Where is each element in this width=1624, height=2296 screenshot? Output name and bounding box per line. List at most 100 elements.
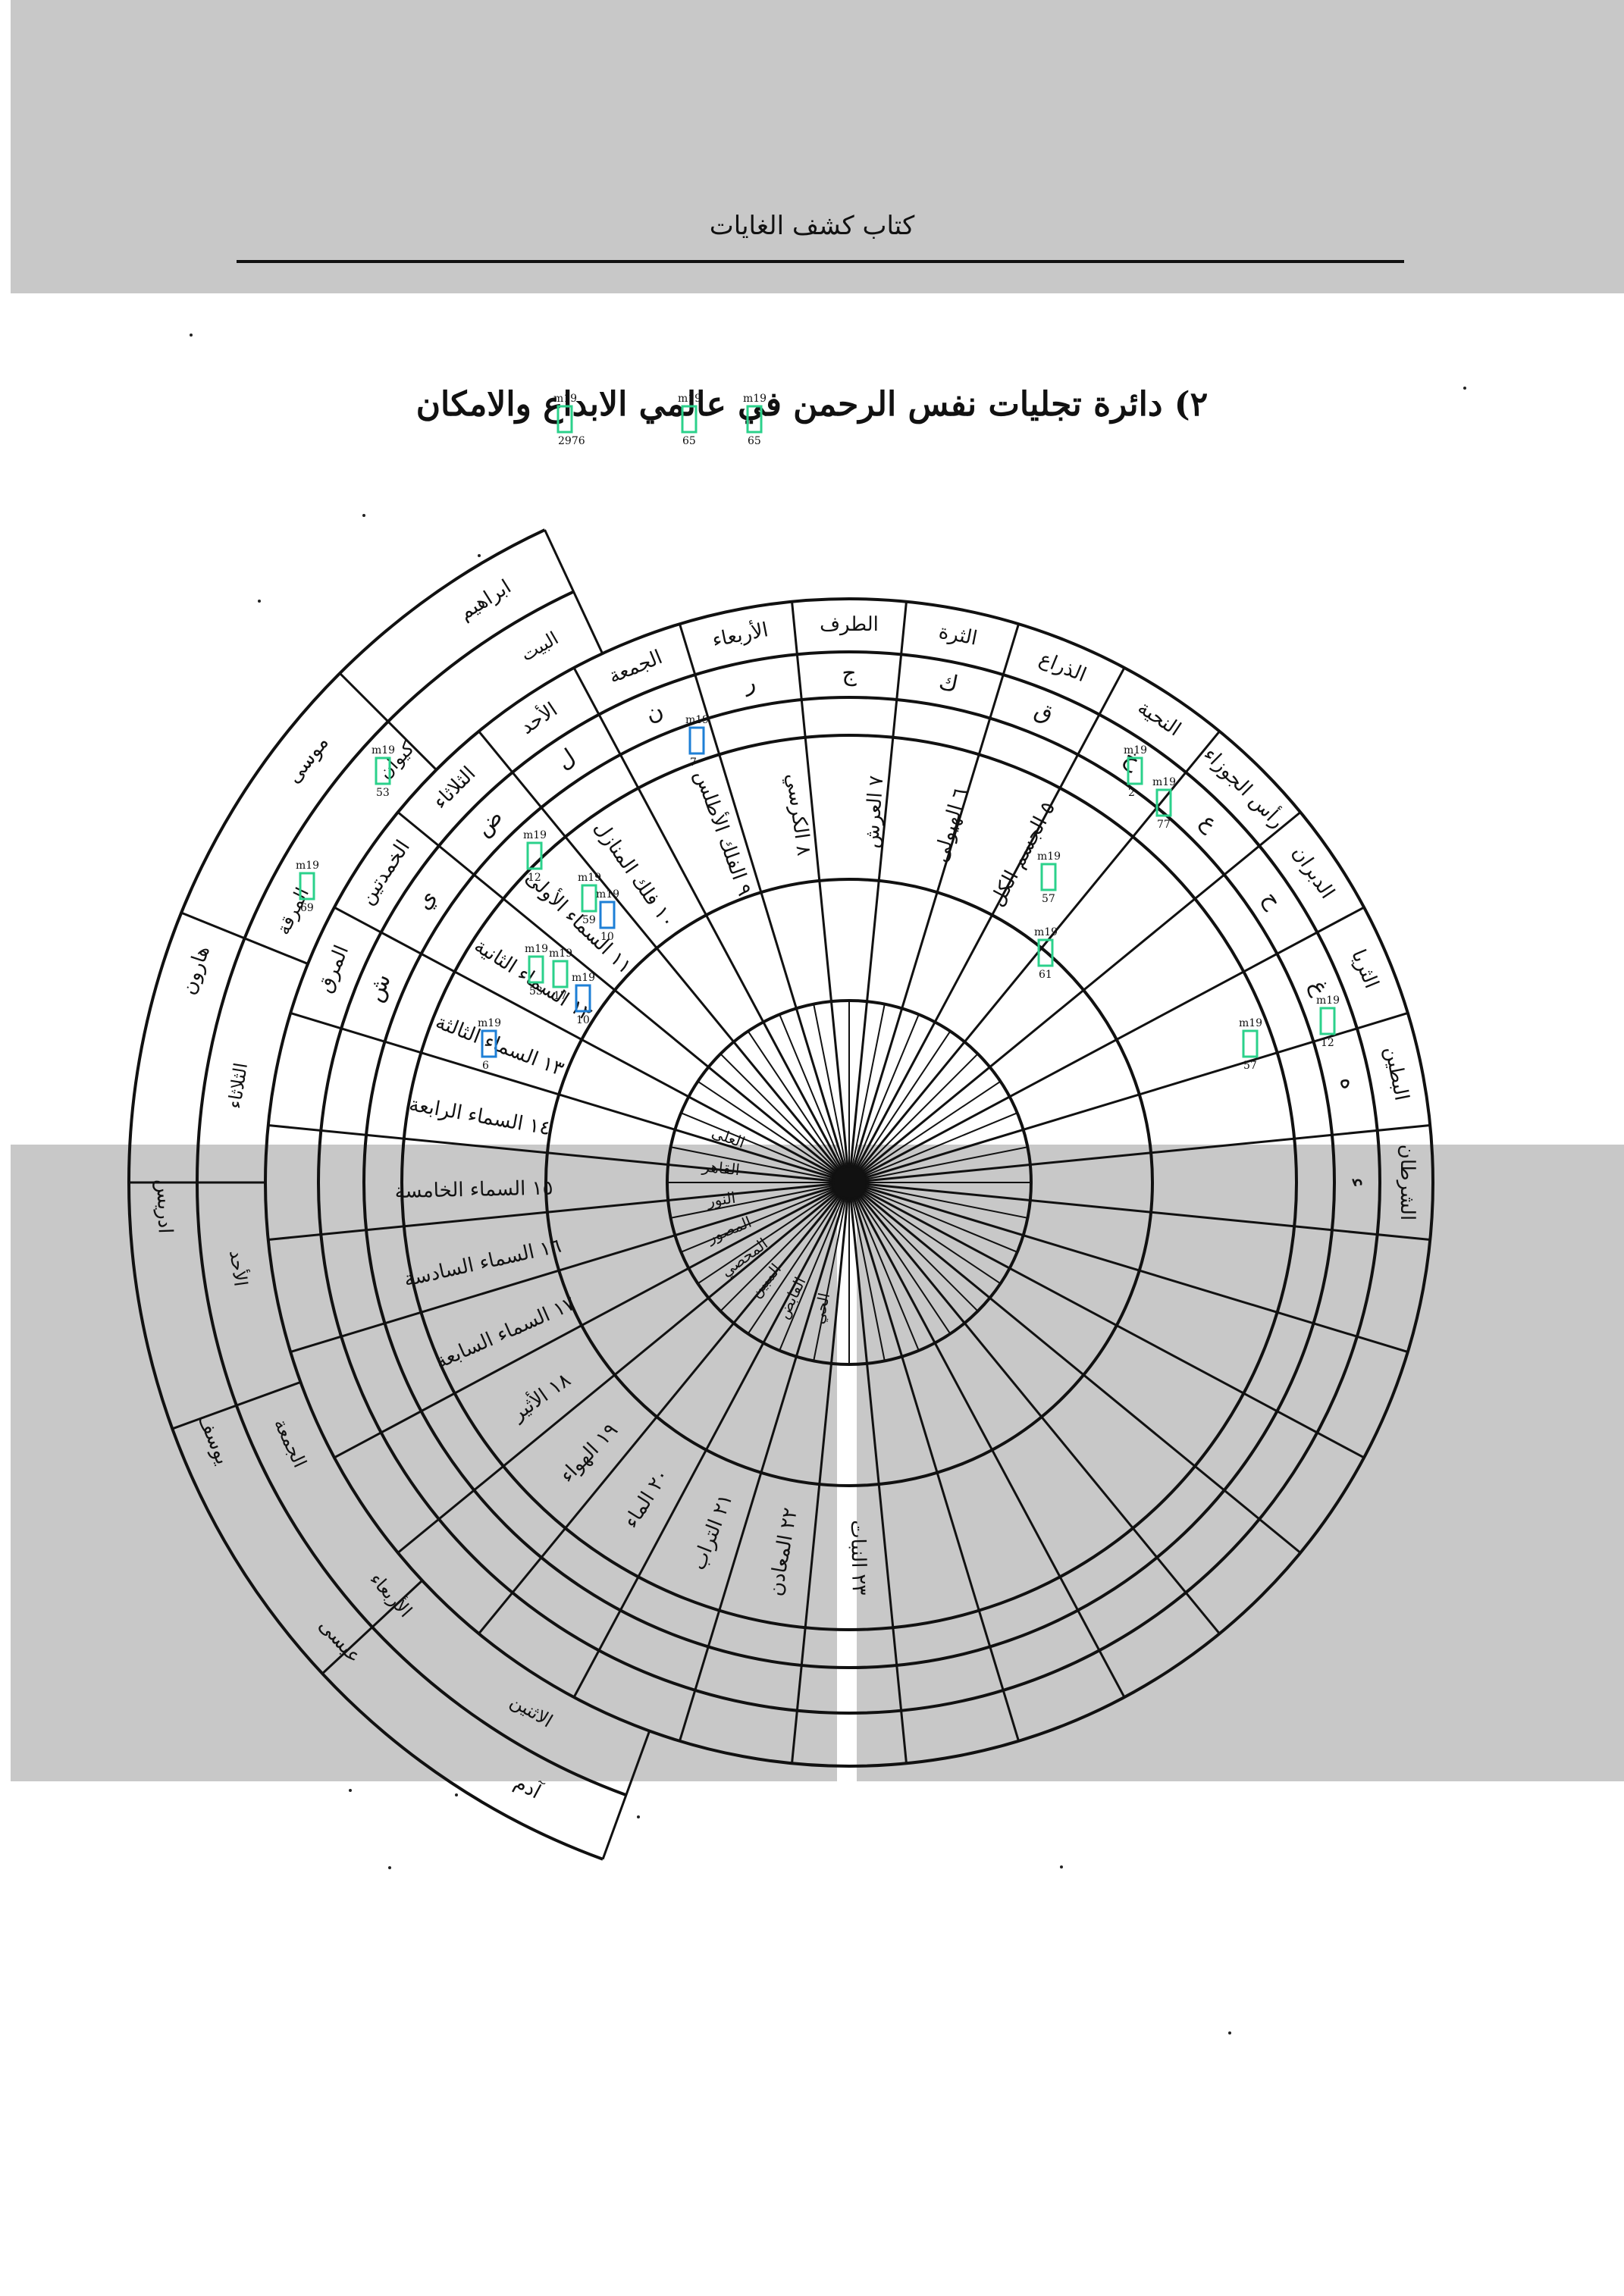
annotation-tag: m19 — [572, 972, 595, 984]
hub-label: القاهر — [701, 1157, 741, 1179]
hub-spoke — [865, 1183, 1030, 1201]
planet-label: الأربعاء — [365, 1568, 417, 1621]
hub-label: القابض — [774, 1274, 810, 1322]
annotation-value: 61 — [1039, 969, 1052, 981]
annotation-value: 53 — [529, 985, 543, 998]
speck — [362, 514, 365, 517]
letter-ring-label: ي — [410, 885, 442, 914]
planet-label: الاثنين — [506, 1690, 556, 1732]
sphere-label: ٢٢ المعادن — [764, 1506, 802, 1598]
annotation-tag: m19 — [1124, 744, 1147, 756]
annotation-value: 77 — [1157, 819, 1171, 831]
letter-ring-label: ض — [470, 803, 508, 841]
annotation-tag: m19 — [596, 888, 619, 901]
annotation-tag: m19 — [549, 948, 572, 960]
speck — [1228, 2031, 1231, 2034]
annotation-value: 65 — [682, 435, 696, 447]
hub-spoke — [860, 1193, 979, 1312]
planet-label: البيت — [517, 628, 562, 666]
letter-ring-label: ع — [1195, 808, 1223, 836]
radial-spokes — [268, 601, 1431, 1764]
planet-label: الثلاثاء — [224, 1061, 252, 1110]
ring-circle — [544, 878, 1154, 1487]
hub-spoke — [850, 1198, 868, 1364]
hub-spoke — [850, 1001, 868, 1167]
hub-spoke — [854, 1013, 920, 1168]
hub-spoke — [856, 1021, 936, 1169]
hub-spoke — [853, 1198, 903, 1357]
annotation-box — [299, 872, 315, 901]
outer-ring-label: الطرف — [820, 613, 879, 636]
annotation-value: 2976 — [558, 435, 585, 447]
annotation-value: 69 — [300, 902, 314, 914]
speck — [1060, 1865, 1063, 1868]
annotation-tag: m19 — [525, 943, 548, 955]
hub-spoke — [864, 1186, 1024, 1236]
hub-spoke — [675, 1186, 834, 1236]
annotation-box — [575, 984, 591, 1013]
annotation-value: 17 — [553, 990, 567, 1002]
sphere-label: ١٧ السماء السابعة — [432, 1292, 578, 1374]
prophet-label: آدم — [510, 1770, 546, 1804]
letter-ring-label: ش — [361, 969, 396, 1005]
annotation-box — [688, 726, 705, 755]
hub-spoke — [853, 1008, 903, 1167]
hub-label: النور — [705, 1189, 737, 1211]
hub-spoke — [854, 1197, 920, 1352]
hub-spoke — [680, 1112, 835, 1177]
annotation-tag: m19 — [743, 393, 767, 405]
annotation-box — [1242, 1029, 1259, 1058]
inner-ring-label: ٩ الفلك الأطلس — [690, 766, 758, 899]
annotation-tag: m19 — [685, 714, 709, 726]
hub-spoke — [813, 1004, 847, 1167]
annotation-box — [528, 955, 544, 984]
annotation-tag: m19 — [523, 829, 547, 841]
speck — [388, 1866, 391, 1869]
annotation-tag: m19 — [553, 393, 577, 405]
annotation-value: 10 — [600, 931, 614, 943]
annotation-tag: m19 — [1037, 850, 1061, 863]
hub-spoke — [830, 1198, 848, 1364]
annotation-box — [1127, 756, 1143, 785]
outer-ring-label: الذراع — [1036, 647, 1089, 687]
sphere-label: ١٤ السماء الرابعة — [407, 1093, 552, 1140]
ring-circle — [362, 696, 1336, 1669]
annotation-value: 2 — [1128, 787, 1135, 799]
annotation-value: 12 — [1321, 1037, 1334, 1049]
annotation-box — [599, 901, 616, 929]
annotation-tag: m19 — [296, 860, 319, 872]
annotation-tag: m19 — [578, 872, 601, 884]
letter-ring-label: ح — [1257, 886, 1287, 913]
sphere-label: ٢٠ الماء — [619, 1464, 674, 1532]
running-head: كتاب كشف الغايات — [709, 211, 915, 241]
hub-spoke — [762, 1021, 842, 1169]
prophet-label: موسى — [282, 731, 333, 788]
hub-spoke — [688, 1189, 836, 1270]
outer-ring-label: الشرطان — [1396, 1145, 1419, 1220]
hub-spoke — [670, 1185, 833, 1219]
outer-ring-label: الثرة — [937, 620, 980, 650]
hub-spoke — [851, 1004, 886, 1167]
annotation-box — [1040, 863, 1057, 891]
hub-label: الحي — [809, 1291, 833, 1325]
sphere-label: ١٦ السماء السادسة — [402, 1235, 563, 1292]
annotation-tag: m19 — [678, 393, 701, 405]
sphere-label: ١٥ السماء الخامسة — [394, 1177, 553, 1204]
hub-spoke — [864, 1112, 1018, 1177]
outer-ring-label: الخمدتين — [356, 836, 415, 909]
gray-band-top — [11, 0, 1624, 293]
annotation-value: 10 — [576, 1014, 590, 1026]
hub-spoke — [720, 1193, 839, 1312]
annotation-tag: m19 — [478, 1017, 501, 1029]
inner-ring-label: ٦ الهيولى — [930, 785, 972, 865]
hub-spoke — [830, 1001, 848, 1167]
outer-ring-label: المرق — [314, 942, 353, 996]
annotation-value: 65 — [748, 435, 761, 447]
letter-ring-label: ك — [936, 669, 960, 698]
outer-ring-label: الجمعة — [606, 646, 666, 688]
side-panel-divider — [601, 1731, 651, 1860]
hub-spoke — [857, 1030, 952, 1170]
hub-spoke — [862, 1191, 1002, 1285]
hub-spoke — [851, 1198, 886, 1361]
hub-spoke — [795, 1198, 845, 1357]
